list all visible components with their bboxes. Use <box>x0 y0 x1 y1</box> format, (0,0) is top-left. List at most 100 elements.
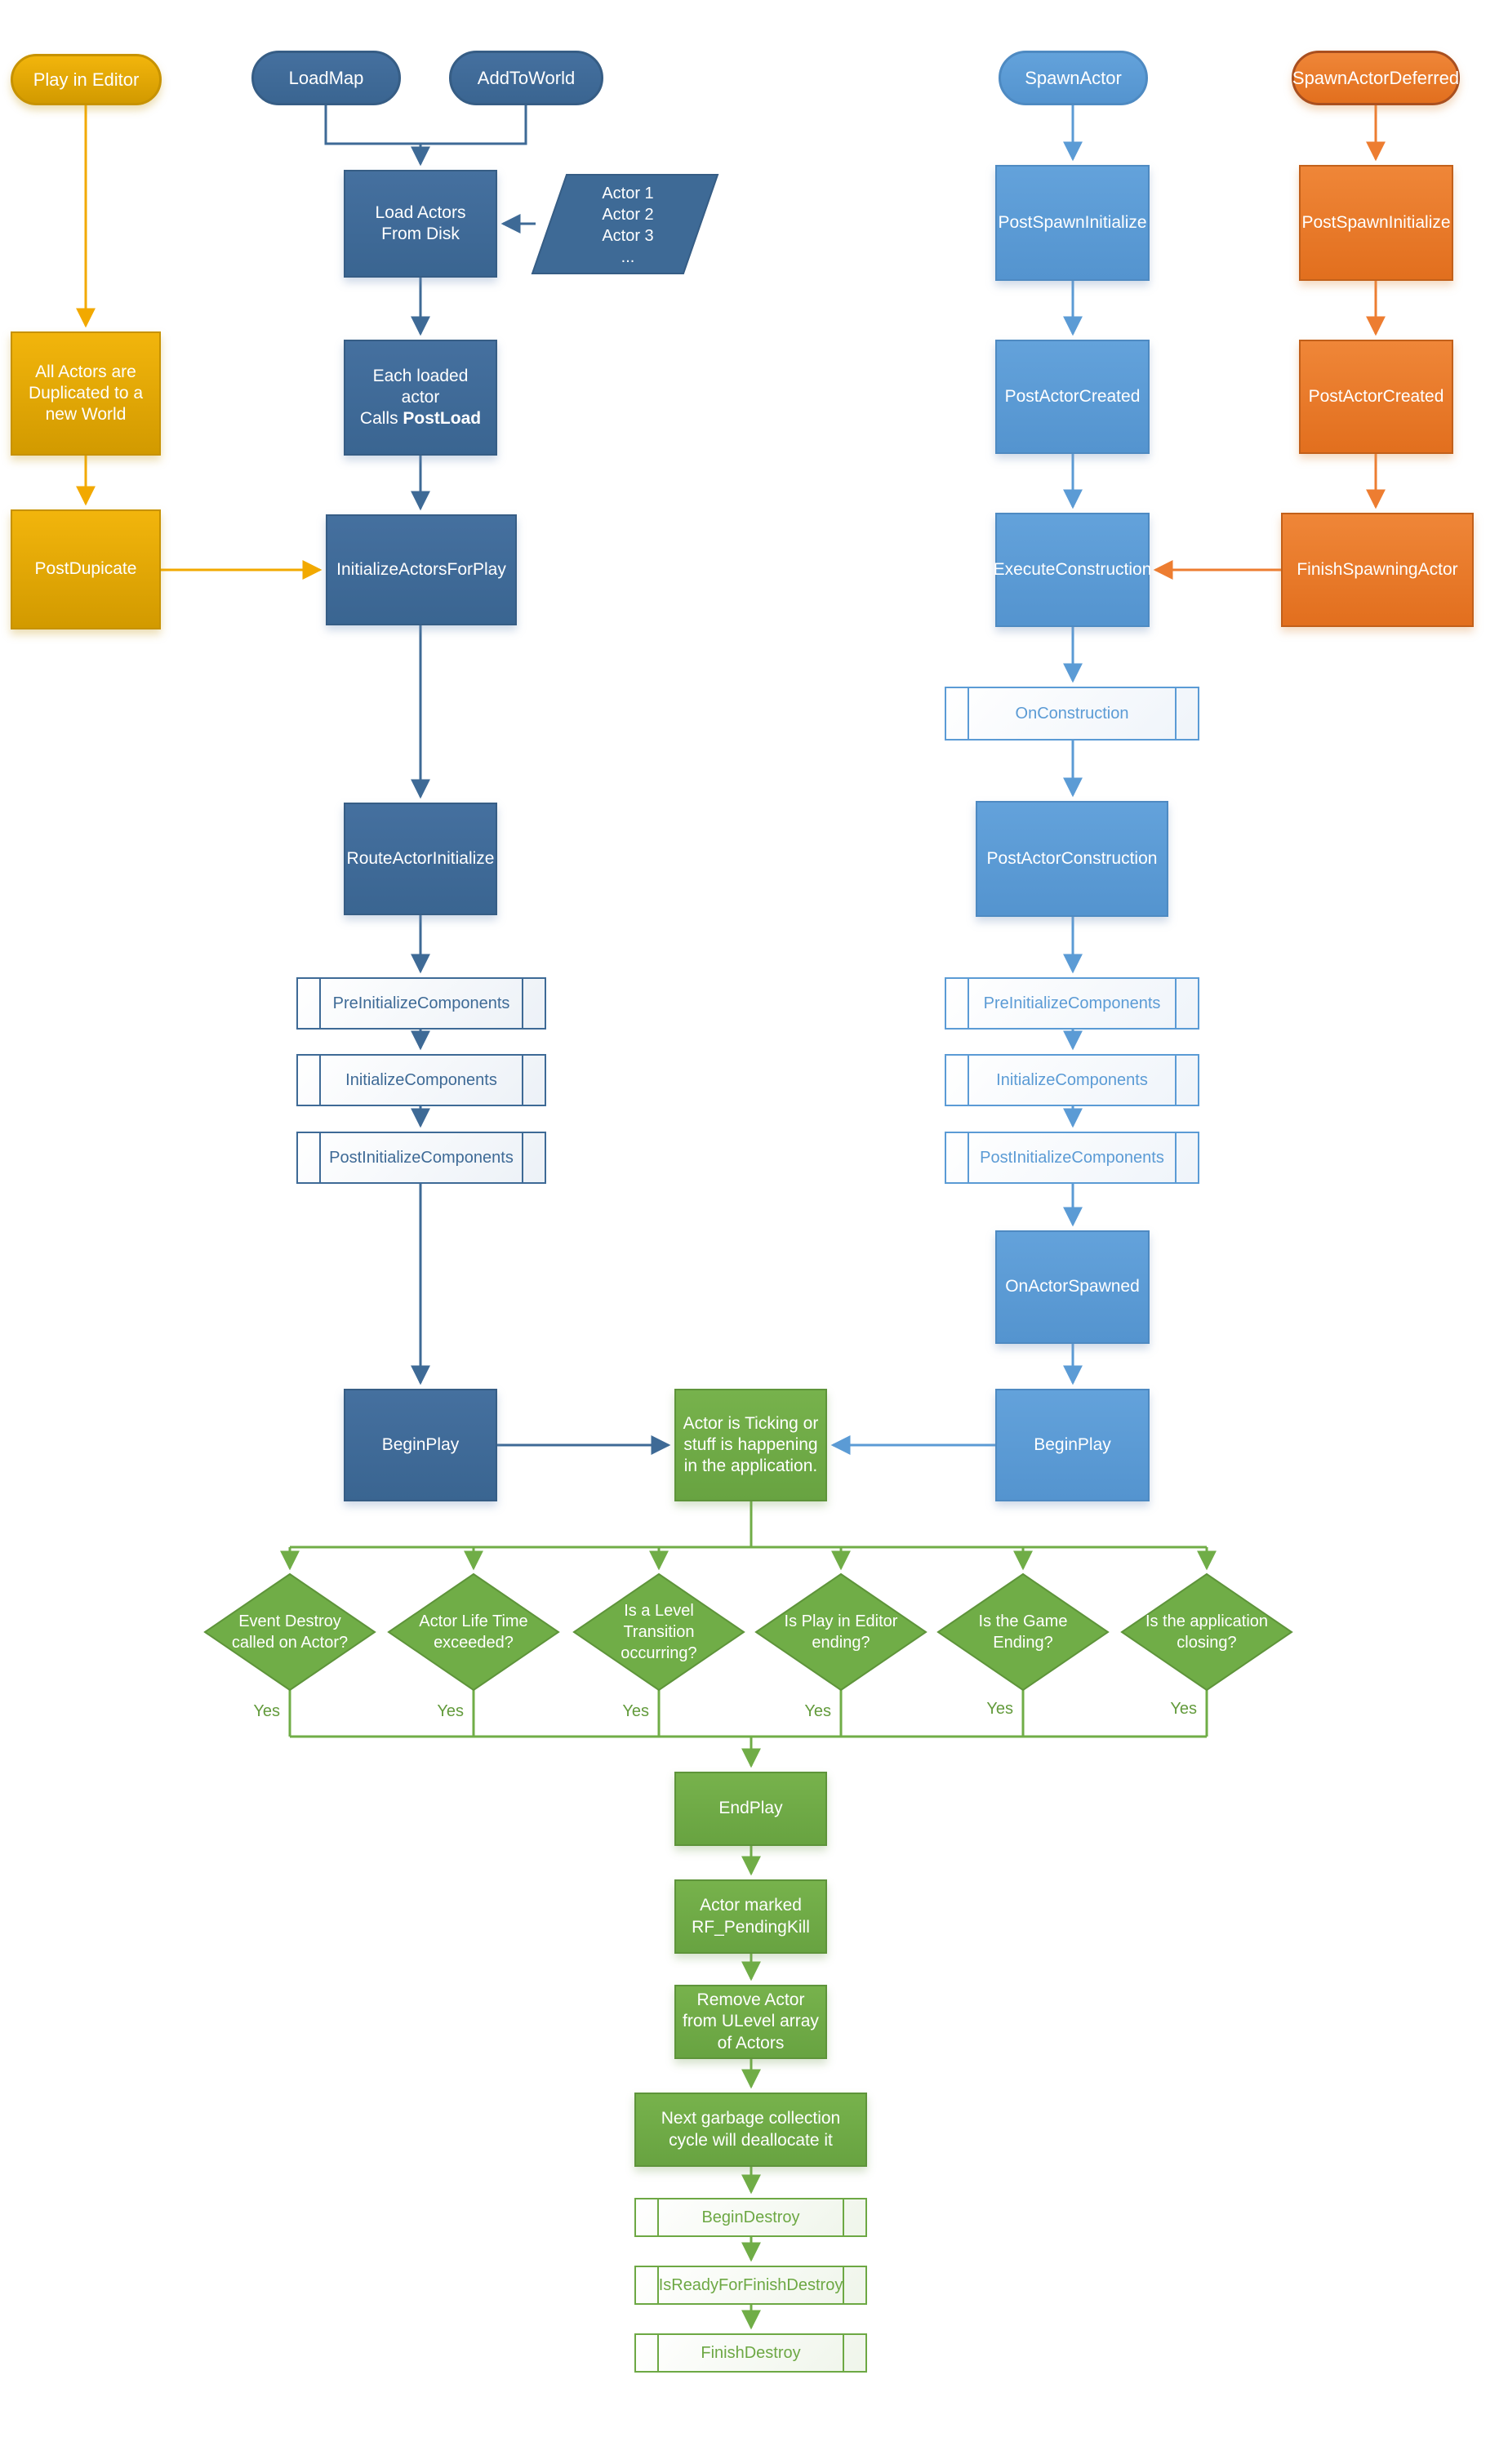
yes-label: Yes <box>986 1700 1013 1718</box>
terminator-spawn-actor: SpawnActor <box>999 51 1148 105</box>
post-actor-created-label: PostActorCreated <box>1308 386 1444 406</box>
terminator-add-to-world: AddToWorld <box>449 51 603 105</box>
actor-list-item: Actor 1 <box>602 184 654 202</box>
decision-label: Is the Game Ending? <box>978 1612 1068 1652</box>
process-post-duplicate: PostDupicate <box>11 509 161 629</box>
yes-label: Yes <box>253 1702 280 1720</box>
post-actor-construction-label: PostActorConstruction <box>986 848 1158 868</box>
process-finish-spawning-actor: FinishSpawningActor <box>1281 513 1474 627</box>
postload-text: PostLoad <box>403 409 482 429</box>
is-ready-for-finish-destroy-label: IsReadyForFinishDestroy <box>658 2275 843 2294</box>
decision-label: Actor Life Time exceeded? <box>419 1612 528 1652</box>
orange-arrows <box>1153 105 1386 580</box>
actor-list-item: ... <box>621 247 635 266</box>
decision-label: Is a Level Transition occurring? <box>621 1602 697 1662</box>
process-load-actors-from-disk: Load Actors From Disk <box>344 170 497 278</box>
begin-play-label: BeginPlay <box>1034 1434 1111 1454</box>
subroutine-post-initialize-components-left: PostInitializeComponents <box>296 1132 546 1184</box>
process-post-actor-created-orange: PostActorCreated <box>1299 340 1453 454</box>
post-actor-created-label: PostActorCreated <box>1004 386 1141 406</box>
initialize-components-label: InitializeComponents <box>345 1070 497 1089</box>
subroutine-post-initialize-components-right: PostInitializeComponents <box>945 1132 1199 1184</box>
execute-construction-label: ExecuteConstruction <box>993 559 1152 579</box>
post-initialize-components-label: PostInitializeComponents <box>329 1148 514 1167</box>
process-remove-actor-from-ulevel: Remove Actor from ULevel array of Actors <box>674 1985 827 2059</box>
actor-list-parallelogram <box>531 174 719 274</box>
begin-play-label: BeginPlay <box>381 1434 460 1454</box>
process-next-garbage-collection: Next garbage collection cycle will deall… <box>634 2093 867 2167</box>
post-spawn-initialize-label: PostSpawnInitialize <box>998 212 1147 232</box>
process-begin-play-left: BeginPlay <box>344 1389 497 1501</box>
post-spawn-initialize-label: PostSpawnInitialize <box>1301 212 1451 232</box>
on-construction-label: OnConstruction <box>1015 704 1129 723</box>
route-actor-initialize-label: RouteActorInitialize <box>346 848 495 868</box>
yes-label: Yes <box>804 1702 831 1720</box>
finish-destroy-label: FinishDestroy <box>701 2343 801 2362</box>
decision-event-destroy: Event Destroy called on Actor? <box>225 1580 355 1684</box>
post-initialize-components-label: PostInitializeComponents <box>980 1148 1164 1167</box>
decision-level-transition: Is a Level Transition occurring? <box>594 1580 724 1684</box>
decision-pie-ending: Is Play in Editor ending? <box>776 1580 906 1684</box>
process-route-actor-initialize: RouteActorInitialize <box>344 803 497 915</box>
next-garbage-label: Next garbage collection cycle will deall… <box>661 2109 841 2150</box>
calls-text: Calls <box>359 409 403 429</box>
subroutine-initialize-components-right: InitializeComponents <box>945 1054 1199 1106</box>
pre-initialize-components-label: PreInitializeComponents <box>983 994 1161 1012</box>
initialize-actors-for-play-label: InitializeActorsForPlay <box>336 559 506 579</box>
gold-arrows <box>76 105 323 580</box>
actor-ticking-label: Actor is Ticking or stuff is happening i… <box>683 1413 819 1476</box>
dark-blue-arrows <box>324 105 671 1455</box>
process-post-spawn-initialize-blue: PostSpawnInitialize <box>995 165 1150 281</box>
end-play-label: EndPlay <box>718 1799 783 1818</box>
all-actors-duplicated-label: All Actors are Duplicated to a new World <box>28 362 144 425</box>
terminator-spawn-actor-deferred: SpawnActorDeferred <box>1292 51 1460 105</box>
load-actors-from-disk-label: Load Actors From Disk <box>375 202 466 243</box>
process-actor-marked-pending-kill: Actor marked RF_PendingKill <box>674 1879 827 1954</box>
light-blue-arrows <box>830 105 1083 1455</box>
add-to-world-label: AddToWorld <box>477 67 576 88</box>
decision-actor-lifetime: Actor Life Time exceeded? <box>408 1580 539 1684</box>
subroutine-initialize-components-left: InitializeComponents <box>296 1054 546 1106</box>
load-map-label: LoadMap <box>288 67 364 88</box>
green-arrows <box>280 1501 1217 2330</box>
terminator-play-in-editor: Play in Editor <box>11 54 162 105</box>
actor-marked-label: Actor marked RF_PendingKill <box>692 1896 810 1937</box>
subroutine-begin-destroy: BeginDestroy <box>634 2198 867 2237</box>
subroutine-pre-initialize-components-right: PreInitializeComponents <box>945 977 1199 1030</box>
process-end-play: EndPlay <box>674 1772 827 1846</box>
process-post-actor-created-blue: PostActorCreated <box>995 340 1150 454</box>
actor-list-item: Actor 2 <box>602 205 654 224</box>
subroutine-finish-destroy: FinishDestroy <box>634 2333 867 2373</box>
subroutine-pre-initialize-components-left: PreInitializeComponents <box>296 977 546 1030</box>
decision-application-closing: Is the application closing? <box>1135 1580 1279 1684</box>
finish-spawning-actor-label: FinishSpawningActor <box>1297 559 1458 579</box>
each-loaded-actor-line1: Each loaded actor <box>372 366 469 407</box>
post-duplicate-label: PostDupicate <box>34 559 137 579</box>
process-execute-construction: ExecuteConstruction <box>993 513 1152 627</box>
actor-list-item: Actor 3 <box>602 226 654 245</box>
yes-label: Yes <box>1170 1700 1197 1718</box>
process-begin-play-right: BeginPlay <box>995 1389 1150 1501</box>
play-in-editor-label: Play in Editor <box>33 69 140 90</box>
decision-label: Is the application closing? <box>1145 1612 1269 1652</box>
decision-game-ending: Is the Game Ending? <box>958 1580 1088 1684</box>
process-post-actor-construction: PostActorConstruction <box>976 801 1168 917</box>
remove-actor-label: Remove Actor from ULevel array of Actors <box>683 1990 819 2053</box>
decision-label: Is Play in Editor ending? <box>784 1612 898 1652</box>
on-actor-spawned-label: OnActorSpawned <box>1005 1277 1140 1296</box>
process-initialize-actors-for-play: InitializeActorsForPlay <box>326 514 517 625</box>
subroutine-on-construction: OnConstruction <box>945 687 1199 741</box>
decision-diamonds <box>203 1572 1293 1692</box>
actor-list-text: Actor 1 Actor 2 Actor 3 ... <box>567 184 689 266</box>
yes-label: Yes <box>437 1702 464 1720</box>
spawn-actor-deferred-label: SpawnActorDeferred <box>1292 67 1460 88</box>
begin-destroy-label: BeginDestroy <box>701 2208 800 2226</box>
yes-label: Yes <box>622 1702 649 1720</box>
process-on-actor-spawned: OnActorSpawned <box>995 1230 1150 1344</box>
process-all-actors-duplicated: All Actors are Duplicated to a new World <box>11 331 161 456</box>
process-actor-ticking: Actor is Ticking or stuff is happening i… <box>674 1389 827 1501</box>
decision-label: Event Destroy called on Actor? <box>231 1612 349 1652</box>
pre-initialize-components-label: PreInitializeComponents <box>332 994 510 1012</box>
process-post-spawn-initialize-orange: PostSpawnInitialize <box>1299 165 1453 281</box>
